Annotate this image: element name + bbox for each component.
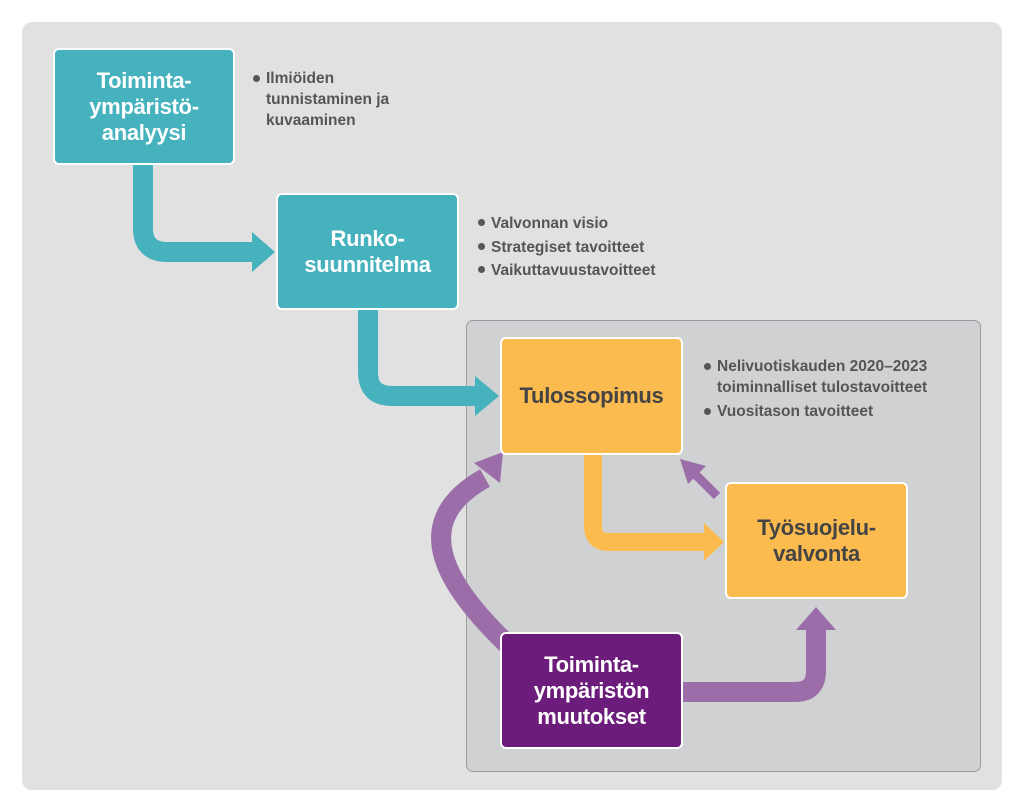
arrow-runkosuunnitelma-to-tulossopimus <box>358 310 478 406</box>
node-label: Tulossopimus <box>519 383 664 408</box>
note-item: Nelivuotiskauden 2020–2023 toiminnallise… <box>704 356 927 398</box>
arrow-tyosuojeluvalvonta-to-tulossopimus <box>691 470 721 500</box>
note-item: Vuositason tavoitteet <box>704 401 927 422</box>
note-item: Vaikuttavuustavoitteet <box>478 259 656 283</box>
node-toimintaympariston-muutokset: Toiminta- ympäristön muutokset <box>500 632 683 749</box>
note-item: Ilmiöiden tunnistaminen ja kuvaaminen <box>253 68 389 131</box>
arrowhead-tulossopimus <box>475 376 499 416</box>
arrowhead-muutokset-tulossopimus <box>474 452 503 483</box>
node-toimintaymparistoanalyysi: Toiminta- ympäristö- analyysi <box>53 48 235 165</box>
node-label: Työsuojelu- valvonta <box>757 514 876 566</box>
node-tulossopimus: Tulossopimus <box>500 337 683 455</box>
node-label: Runko- suunnitelma <box>304 225 431 277</box>
arrow-muutokset-to-tulossopimus <box>431 469 515 653</box>
node-label: Toiminta- ympäristön muutokset <box>533 651 650 729</box>
arrow-analyysi-to-runkosuunnitelma <box>133 165 255 262</box>
arrowhead-back-to-tulossopimus <box>680 459 706 484</box>
notes-toimintaymparistoanalyysi: Ilmiöiden tunnistaminen ja kuvaaminen <box>253 68 389 131</box>
notes-runkosuunnitelma: Valvonnan visio Strategiset tavoitteet V… <box>478 212 656 283</box>
note-item: Valvonnan visio <box>478 212 656 236</box>
node-runkosuunnitelma: Runko- suunnitelma <box>276 193 459 310</box>
notes-tulossopimus: Nelivuotiskauden 2020–2023 toiminnallise… <box>704 356 927 422</box>
arrow-muutokset-to-tyosuojeluvalvonta <box>683 630 826 702</box>
arrowhead-tyosuojeluvalvonta <box>704 523 724 561</box>
arrow-tulossopimus-to-tyosuojeluvalvonta <box>584 455 706 551</box>
arrowhead-runkosuunnitelma <box>252 232 275 272</box>
arrowhead-muutokset-tyosuojelu <box>796 607 836 630</box>
node-label: Toiminta- ympäristö- analyysi <box>89 67 199 145</box>
node-tyosuojeluvalvonta: Työsuojelu- valvonta <box>725 482 908 599</box>
note-item: Strategiset tavoitteet <box>478 236 656 260</box>
